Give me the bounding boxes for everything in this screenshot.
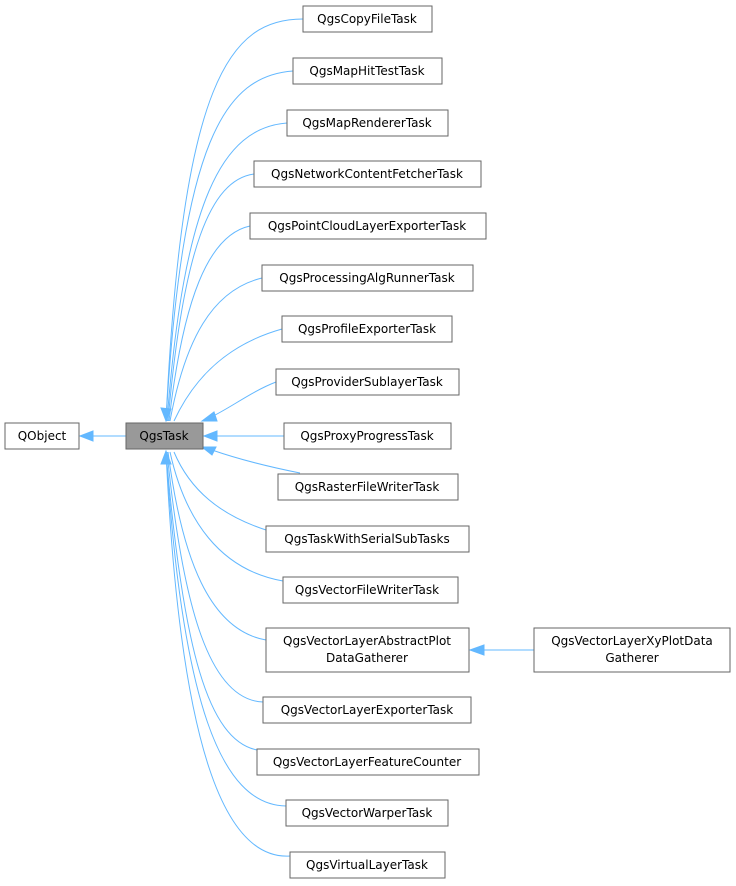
node-copyfiletask[interactable]: QgsCopyFileTask [302,5,433,33]
node-label-line2: Gatherer [605,651,658,665]
node-qgstask[interactable]: QgsTask [125,422,204,450]
node-pointcloudlayerexportertask[interactable]: QgsPointCloudLayerExporterTask [249,212,487,240]
node-label-line1: QgsVectorLayerXyPlotData [551,634,713,648]
node-maphittesttask[interactable]: QgsMapHitTestTask [292,57,443,85]
edge-maprenderer-to-qgstask [166,122,288,422]
edge-providersublayer-to-qgstask [200,381,277,422]
edge-featurecounter-to-qgstask [165,451,258,751]
node-virtuallayertask[interactable]: QgsVirtualLayerTask [289,851,446,879]
node-rasterfilewritertask[interactable]: QgsRasterFileWriterTask [277,473,459,501]
node-label: QgsTask [139,429,188,443]
node-label: QgsProcessingAlgRunnerTask [279,271,454,285]
node-label: QgsTaskWithSerialSubTasks [284,532,449,546]
node-label-line2: DataGatherer [326,651,408,665]
node-label: QgsProviderSublayerTask [291,375,443,389]
node-taskwithserialsubtasks[interactable]: QgsTaskWithSerialSubTasks [265,525,470,553]
node-label: QgsVectorLayerExporterTask [281,703,454,717]
edge-proxyprogress-to-qgstask [202,430,284,442]
node-label: QgsMapRendererTask [302,116,431,130]
edge-serialsubtasks-to-qgstask [173,451,267,531]
node-vectorwarpertask[interactable]: QgsVectorWarperTask [285,799,449,827]
edge-vectorwriter-to-qgstask [169,451,284,582]
edge-xyplot-to-abstractplot [468,644,534,656]
node-providersublayertask[interactable]: QgsProviderSublayerTask [275,368,460,396]
node-label: QgsVirtualLayerTask [306,858,428,872]
node-vectorlayerxyplotdatagatherer[interactable]: QgsVectorLayerXyPlotData Gatherer [533,627,731,673]
node-label: QgsNetworkContentFetcherTask [271,167,463,181]
node-vectorlayerexportertask[interactable]: QgsVectorLayerExporterTask [262,696,472,724]
node-label: QgsVectorWarperTask [302,806,433,820]
edge-abstractplot-to-qgstask [167,451,267,641]
edge-processingalg-to-qgstask [169,277,263,422]
node-qobject[interactable]: QObject [4,422,80,450]
node-label: QgsProxyProgressTask [300,429,433,443]
node-label: QgsRasterFileWriterTask [295,480,440,494]
edge-virtuallayer-to-qgstask [160,449,291,857]
node-maprenderertask[interactable]: QgsMapRendererTask [286,109,449,137]
edge-networkfetcher-to-qgstask [167,173,255,422]
node-label: QgsCopyFileTask [317,12,417,26]
node-processingalgrunnertask[interactable]: QgsProcessingAlgRunnerTask [261,264,474,292]
node-vectorlayerfeaturecounter[interactable]: QgsVectorLayerFeatureCounter [256,748,480,776]
node-label: QgsProfileExporterTask [298,322,436,336]
edge-rasterwriter-to-qgstask [200,446,301,474]
node-proxyprogresstask[interactable]: QgsProxyProgressTask [283,422,452,450]
node-vectorlayerabstractplotdatagatherer[interactable]: QgsVectorLayerAbstractPlot DataGatherer [265,627,470,673]
node-label: QObject [18,429,67,443]
edge-maphittest-to-qgstask [165,70,294,422]
edge-warper-to-qgstask [165,451,287,807]
node-label: QgsVectorLayerFeatureCounter [273,755,461,769]
node-vectorfilewritertask[interactable]: QgsVectorFileWriterTask [282,576,459,604]
edge-qgstask-to-qobject [78,430,126,442]
edge-pointcloud-to-qgstask [168,225,251,422]
node-label: QgsVectorFileWriterTask [295,583,439,597]
node-label: QgsPointCloudLayerExporterTask [268,219,466,233]
node-label-line1: QgsVectorLayerAbstractPlot [283,634,451,648]
node-networkcontentfetchertask[interactable]: QgsNetworkContentFetcherTask [253,160,482,188]
node-label: QgsMapHitTestTask [309,64,424,78]
node-profileexportertask[interactable]: QgsProfileExporterTask [281,315,453,343]
edge-vlexporter-to-qgstask [166,451,264,703]
edge-profileexporter-to-qgstask [173,328,283,422]
